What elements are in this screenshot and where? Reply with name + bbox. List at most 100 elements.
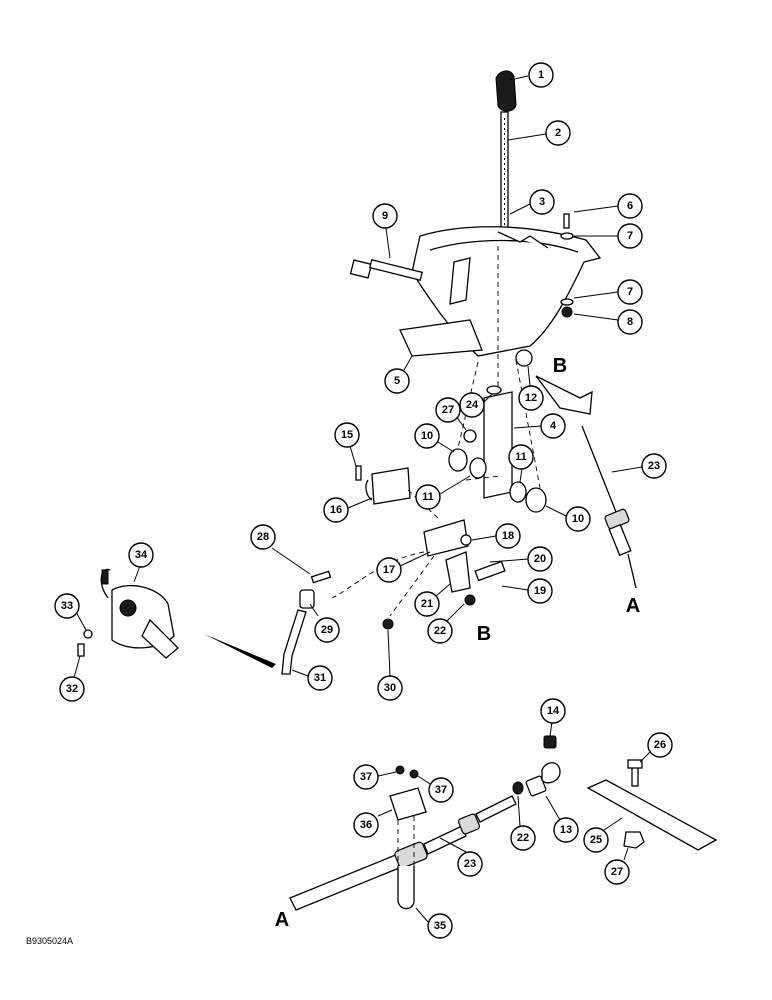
shift-knob [495,70,517,112]
bushing-10-right [525,487,547,513]
svg-text:2: 2 [555,127,561,139]
washer-33 [83,629,93,639]
callout-27-upper: 27 [435,397,461,423]
svg-text:33: 33 [61,600,73,612]
transmission-cable-upper [581,425,637,589]
callout-30: 30 [377,675,403,701]
clevis-21 [445,551,471,593]
callout-28: 28 [250,524,276,550]
assembly-lines-upper [331,246,541,617]
callout-9: 9 [372,203,398,229]
plate-16 [371,467,411,505]
transmission-cable-lower [289,795,517,911]
switch-pointer [204,634,276,668]
u-bolt-35 [397,866,415,910]
callout-18: 18 [495,523,521,549]
svg-text:7: 7 [627,286,633,298]
callout-29: 29 [314,617,340,643]
svg-text:9: 9 [382,210,388,222]
screw-15 [355,465,362,481]
callout-16: 16 [323,497,349,523]
plate-17 [423,519,469,557]
callout-24: 24 [459,392,485,418]
screw-6 [563,213,570,229]
svg-text:37: 37 [360,771,372,783]
svg-text:37: 37 [435,784,447,796]
svg-text:10: 10 [421,430,433,442]
callout-7-upper: 7 [617,223,643,249]
callout-31: 31 [307,665,333,691]
pivot-bracket [483,391,513,499]
svg-text:12: 12 [525,392,537,404]
svg-text:23: 23 [464,858,476,870]
svg-text:7: 7 [627,230,633,242]
svg-text:8: 8 [627,316,633,328]
reference-letter-b-lower: B [477,623,491,645]
svg-text:24: 24 [466,399,479,411]
svg-text:6: 6 [627,200,633,212]
spacer-11-left [469,457,487,479]
callout-1: 1 [528,62,554,88]
shift-quadrant-cover [399,226,602,357]
pin-19 [474,560,506,582]
svg-text:34: 34 [135,549,148,561]
nut-22-lower [512,781,524,795]
screw-32 [77,643,85,657]
svg-text:32: 32 [66,683,78,695]
svg-text:22: 22 [517,832,529,844]
linkage-rod-31 [281,609,307,675]
svg-text:1: 1 [538,69,544,81]
callout-26: 26 [647,732,673,758]
callout-10-upper: 10 [414,423,440,449]
callout-2: 2 [545,120,571,146]
nut-8 [561,306,573,318]
svg-text:29: 29 [321,624,333,636]
svg-text:31: 31 [314,672,326,684]
callout-37-left: 37 [353,764,379,790]
callout-25: 25 [583,827,609,853]
callout-34: 34 [128,542,154,568]
svg-text:10: 10 [572,513,584,525]
rod-end-13 [525,762,561,797]
svg-text:3: 3 [539,196,545,208]
callout-32: 32 [59,676,85,702]
strap-25 [586,779,718,851]
clamp-29 [299,589,315,609]
callout-7-lower: 7 [617,279,643,305]
callout-19: 19 [527,578,553,604]
callout-20: 20 [527,546,553,572]
callout-22-lower: 22 [510,825,536,851]
callout-11-left: 11 [415,484,441,510]
callout-36: 36 [353,812,379,838]
svg-text:11: 11 [422,491,434,503]
spacer-11-right [509,481,527,503]
svg-text:13: 13 [560,824,572,836]
svg-text:26: 26 [654,739,666,751]
svg-text:23: 23 [648,460,660,472]
nut-30 [382,618,394,630]
washer-24 [486,385,502,395]
callout-37-right: 37 [428,777,454,803]
svg-text:20: 20 [534,553,546,565]
clamp-plate-36 [389,787,427,821]
washer-7-bottom [560,298,574,306]
svg-text:27: 27 [442,404,454,416]
screw-28 [310,570,332,584]
svg-text:27: 27 [611,866,623,878]
svg-text:21: 21 [421,598,433,610]
callout-22-upper: 22 [427,618,453,644]
callout-23-upper: 23 [641,453,667,479]
nut-27-lower [623,831,645,849]
svg-text:4: 4 [550,420,557,432]
callout-6: 6 [617,193,643,219]
callout-12: 12 [518,385,544,411]
bolt-26-head [627,759,643,769]
callout-23-lower: 23 [457,851,483,877]
nut-22-upper [464,594,476,606]
svg-text:35: 35 [434,920,446,932]
svg-text:22: 22 [434,625,446,637]
bushing-12 [515,349,533,367]
svg-text:14: 14 [547,705,560,717]
svg-text:25: 25 [590,834,602,846]
